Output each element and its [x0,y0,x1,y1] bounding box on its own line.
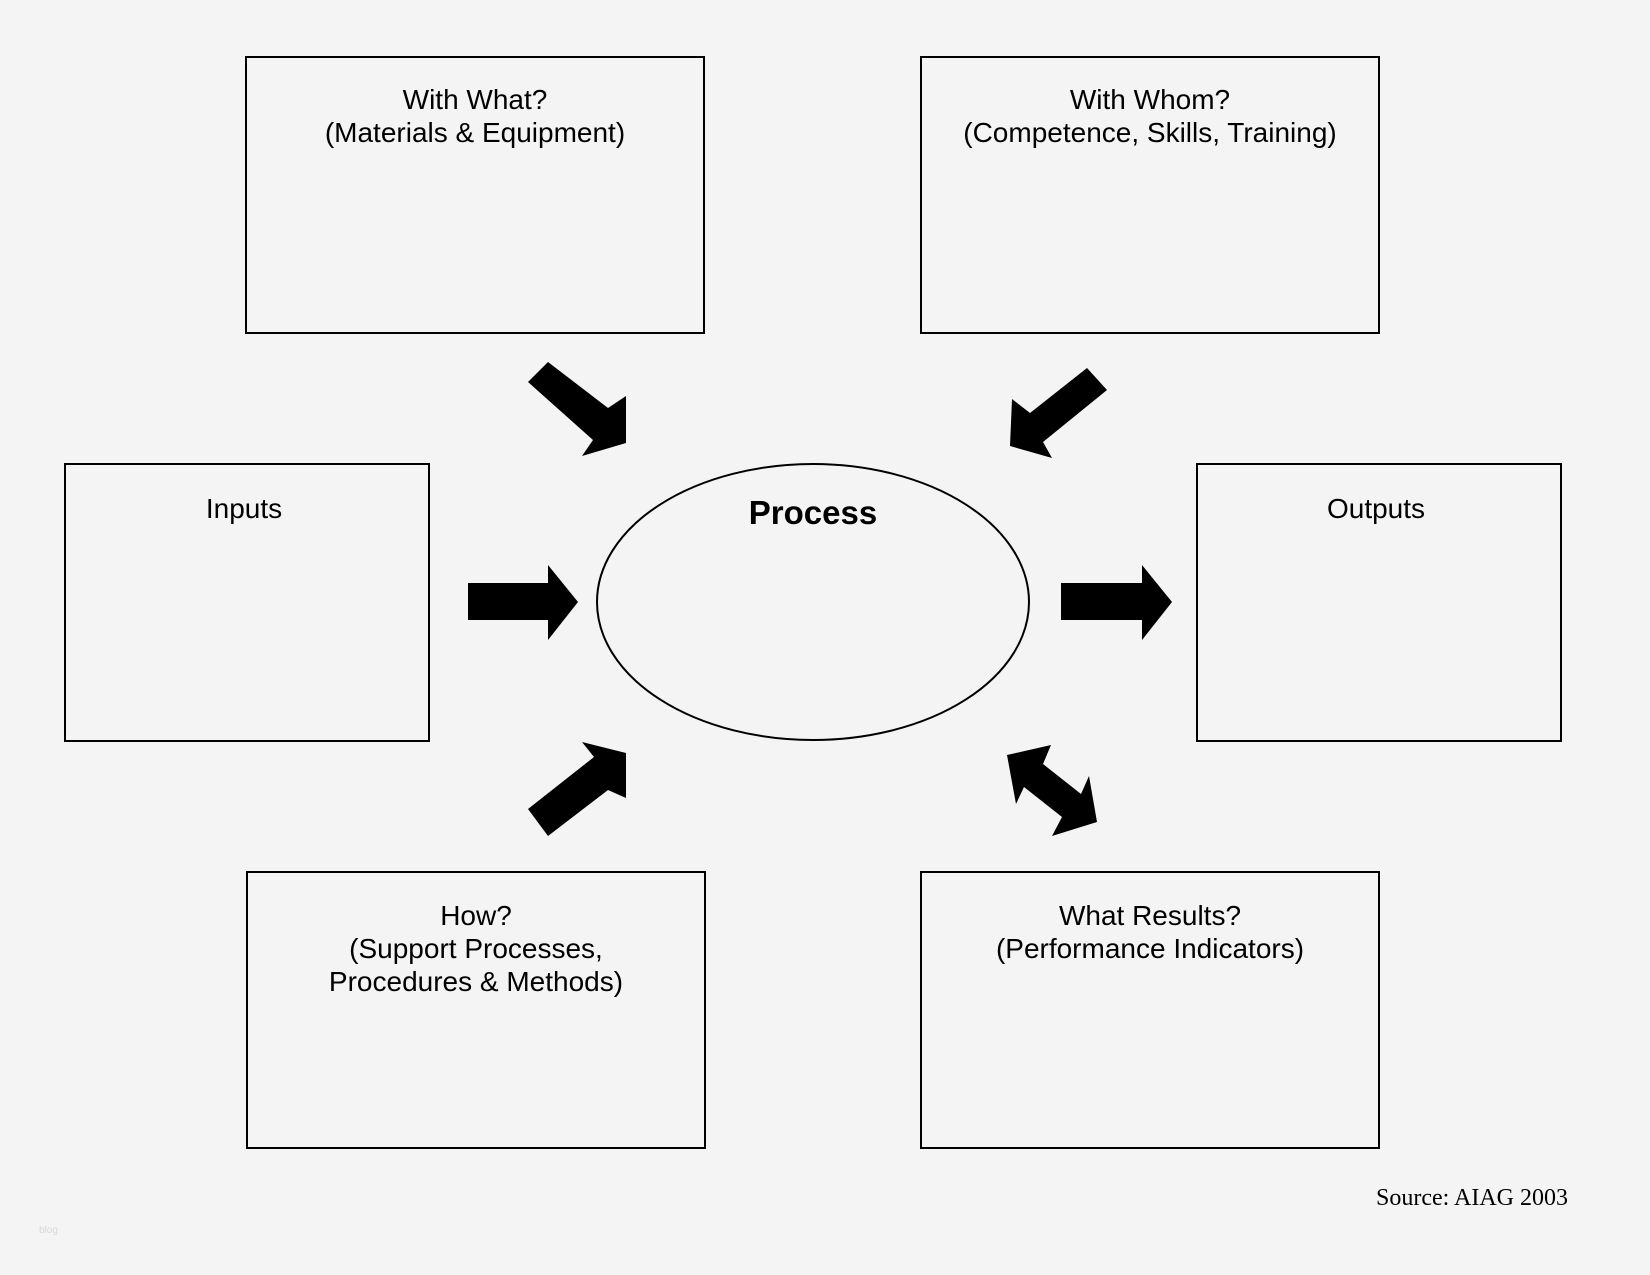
how-subtitle-line2: Procedures & Methods) [329,966,623,997]
arrow-process-what-results-bidirectional [1007,745,1097,836]
arrow-process-to-outputs [1061,565,1172,640]
what-results-subtitle: (Performance Indicators) [996,933,1304,964]
how-box: How? (Support Processes, Procedures & Me… [246,871,706,1149]
how-subtitle-line1: (Support Processes, [349,933,603,964]
inputs-box-frame [64,463,430,742]
with-what-box-frame [245,56,705,334]
source-citation: Source: AIAG 2003 [1376,1185,1568,1211]
with-what-title: With What? [403,84,548,115]
with-whom-subtitle: (Competence, Skills, Training) [963,117,1336,148]
arrow-inputs-to-process [468,565,578,640]
what-results-box: What Results? (Performance Indicators) [920,871,1380,1149]
outputs-title: Outputs [1327,493,1425,524]
with-whom-title: With Whom? [1070,84,1230,115]
with-whom-box: With Whom? (Competence, Skills, Training… [920,56,1380,334]
arrow-with-what-to-process [528,362,626,456]
how-box-frame [246,871,706,1149]
outputs-box-frame [1196,463,1562,742]
watermark-text: blog [39,1225,58,1236]
what-results-box-frame [920,871,1380,1149]
inputs-title: Inputs [206,493,282,524]
process-ellipse [596,463,1030,741]
process-node: Process [596,463,1030,741]
arrow-with-whom-to-process [1010,368,1107,458]
with-what-subtitle: (Materials & Equipment) [325,117,625,148]
with-whom-box-frame [920,56,1380,334]
outputs-box: Outputs [1196,463,1562,742]
inputs-box: Inputs [64,463,430,742]
arrow-how-to-process [528,742,626,836]
with-what-box: With What? (Materials & Equipment) [245,56,705,334]
process-label: Process [749,494,877,531]
what-results-title: What Results? [1059,900,1241,931]
how-title: How? [440,900,512,931]
